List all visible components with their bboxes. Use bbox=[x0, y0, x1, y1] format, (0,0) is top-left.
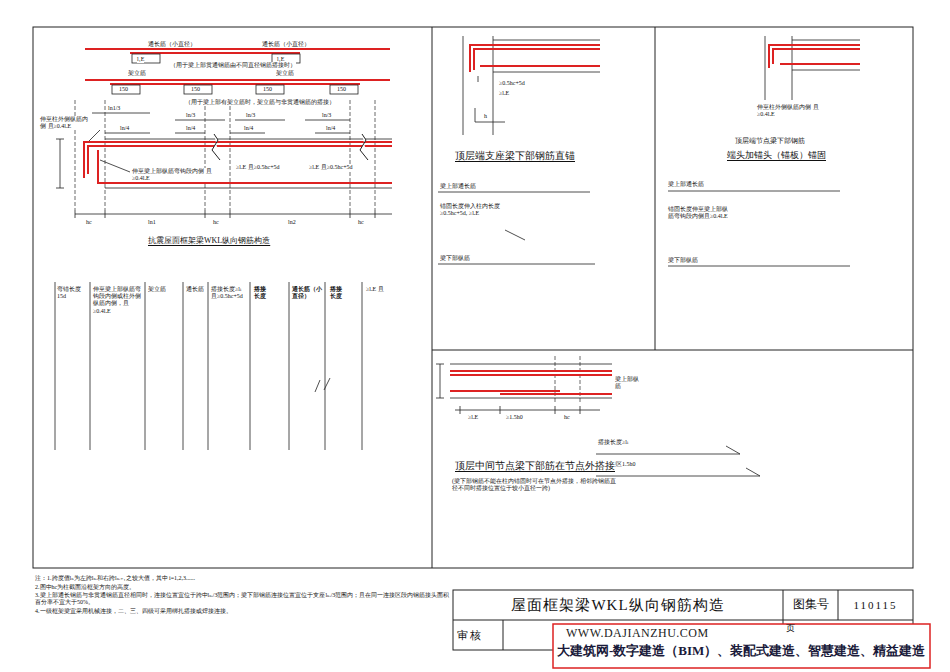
drawing-label: 搭接长度 bbox=[254, 286, 268, 300]
title-block-cell: 页 bbox=[784, 622, 804, 636]
drawing-label: 架立筋 bbox=[128, 70, 146, 77]
drawing-label: 搭接长度 bbox=[330, 286, 344, 300]
drawing-label: 梁下部纵筋 bbox=[668, 257, 698, 264]
drawing-label: 通长筋 bbox=[186, 286, 204, 293]
drawing-label: 顶层端节点梁下部钢筋 bbox=[735, 137, 805, 145]
cell-text: 110115 bbox=[853, 599, 897, 611]
drawing-label: 架立筋 bbox=[276, 70, 294, 77]
drawing-label: 梁上部纵筋 bbox=[615, 376, 643, 390]
drawing-label: 伸至梁上部纵筋弯钩段内侧 且≥0.4lₐE bbox=[132, 168, 212, 182]
drawing-label: 通长筋（小直径） bbox=[262, 41, 310, 48]
drawing-label: ≥lₐE 且≥0.5hc+5d bbox=[236, 164, 284, 171]
drawing-label: 大建筑网-数字建造（BIM）、装配式建造、智慧建造、精益建造 bbox=[557, 643, 925, 659]
drawing-label: ln/4 bbox=[186, 125, 195, 132]
drawing-label: 顶层端支座梁下部钢筋直锚 bbox=[455, 150, 575, 162]
drawing-label: hc bbox=[358, 219, 364, 226]
drawing-label: 4.一级框架梁宜采用机械连接，二、三、四级可采用绑扎搭接或焊接连接。 bbox=[35, 608, 445, 615]
title-block-cell: 图集号 bbox=[785, 591, 836, 619]
title-block-cell: 审核 bbox=[455, 622, 501, 648]
drawing-label: ln1/3 bbox=[108, 105, 120, 112]
drawing-label: ≥lₐE bbox=[499, 90, 509, 97]
drawing-label: hc bbox=[564, 414, 570, 421]
drawing-label: ≥lₐE bbox=[468, 414, 478, 421]
drawing-label: 2.图中hc为柱截面沿框架方向的高度。 bbox=[35, 584, 445, 591]
cell-text: 审核 bbox=[457, 629, 483, 641]
drawing-label: 150 bbox=[263, 86, 272, 93]
drawing-label: 150 bbox=[119, 86, 128, 93]
drawing-label: （用于梁上部贯通钢筋由不同直径钢筋搭接时） bbox=[170, 62, 296, 69]
drawing-label: ln1 bbox=[148, 219, 156, 226]
drawing-label: 搭接长度≥lₗ且≥0.5hc+5d bbox=[211, 286, 247, 300]
drawing-label: ln2 bbox=[288, 219, 296, 226]
drawing-label: 伸至柱外侧纵筋内侧 且≥0.4lₐE bbox=[40, 116, 92, 130]
drawing-label: 梁下部纵筋 bbox=[440, 255, 470, 262]
drawing-label: (梁下部钢筋不能在柱内锚固时可在节点外搭接，相邻跨钢筋直径不同时搭接位置位于较小… bbox=[452, 478, 617, 492]
drawing-label: 抗震屋面框架梁WKL纵向钢筋构造 bbox=[148, 236, 270, 246]
drawing-label: 通长筋（小直径） bbox=[292, 286, 322, 300]
drawing-label: （用于梁上部有架立筋时，架立筋与非贯通钢筋的搭接） bbox=[185, 99, 335, 106]
cell-text: 页 bbox=[786, 624, 795, 634]
drawing-label: ≥0.5hc+5d bbox=[499, 80, 525, 87]
drawing-label: ln/3 bbox=[322, 112, 331, 119]
drawing-label: ln/3 bbox=[186, 112, 195, 119]
drawing-label: 锚固长度伸入柱内长度 ≥0.5hc+5d, ≥lₐE bbox=[440, 203, 505, 217]
cell-text: 图集号 bbox=[793, 598, 829, 611]
drawing-label: l₁E bbox=[137, 56, 144, 63]
drawing-label: 150 bbox=[337, 86, 346, 93]
drawing-label: ≥1.5h0 bbox=[506, 414, 523, 421]
drawing-label: WWW.DAJIANZHU.COM bbox=[566, 626, 709, 640]
drawing-label: ln/4 bbox=[326, 125, 335, 132]
drawing-label: ≥lₐE 且≥0.5hc+5d bbox=[309, 164, 357, 171]
drawing-label: 搭接长度≥lₗ bbox=[598, 439, 628, 446]
title-block-cell: 屋面框架梁WKL纵向钢筋构造 bbox=[455, 591, 781, 619]
drawing-label: 通长筋（小直径） bbox=[148, 41, 196, 48]
drawing-label: hc bbox=[86, 219, 92, 226]
drawing-label: 伸至柱外侧纵筋内侧 且≥0.4lₐE bbox=[757, 104, 829, 118]
drawing-label: 弯锚长度15d bbox=[57, 286, 87, 300]
drawing-label: ln/4 bbox=[244, 125, 253, 132]
drawing-label: 梁上部通长筋 bbox=[668, 181, 704, 188]
title-block-cell: 110115 bbox=[840, 591, 911, 619]
drawing-label: h bbox=[484, 113, 487, 120]
drawing-label: 梁上部通长筋 bbox=[440, 183, 476, 190]
drawing-label: 架立筋 bbox=[148, 286, 166, 293]
drawing-label: 伸至梁上部纵筋弯钩段内侧或柱外侧纵筋内侧，且≥0.4lₐE bbox=[93, 286, 141, 315]
drawing-label: ≥lₐE 且 bbox=[366, 286, 390, 293]
drawing-label: hc bbox=[213, 219, 219, 226]
drawing-label: ln/4 bbox=[120, 125, 129, 132]
drawing-label: ln/3 bbox=[246, 112, 255, 119]
drawing-label: 注：1.跨度值lₙ为左跨lₙᵢ和右跨lₙᵢ₊₁之较大值，其中 i=1,2,3..… bbox=[35, 575, 445, 582]
drawing-label: 锚固长度伸至梁上部纵筋弯钩段内侧且≥0.4lₐE bbox=[668, 206, 730, 220]
drawing-label: 3.梁上部通长钢筋与非贯通钢筋直径相同时，连接位置宜位于跨中lₙᵢ/3范围内；梁… bbox=[35, 592, 450, 606]
cell-text: 屋面框架梁WKL纵向钢筋构造 bbox=[511, 597, 724, 614]
drawing-label: 150 bbox=[191, 86, 200, 93]
drawing-label: 顶层中间节点梁下部筋在节点外搭接 bbox=[455, 460, 615, 472]
drawing-label: 端头加锚头（锚板）锚固 bbox=[727, 150, 826, 161]
